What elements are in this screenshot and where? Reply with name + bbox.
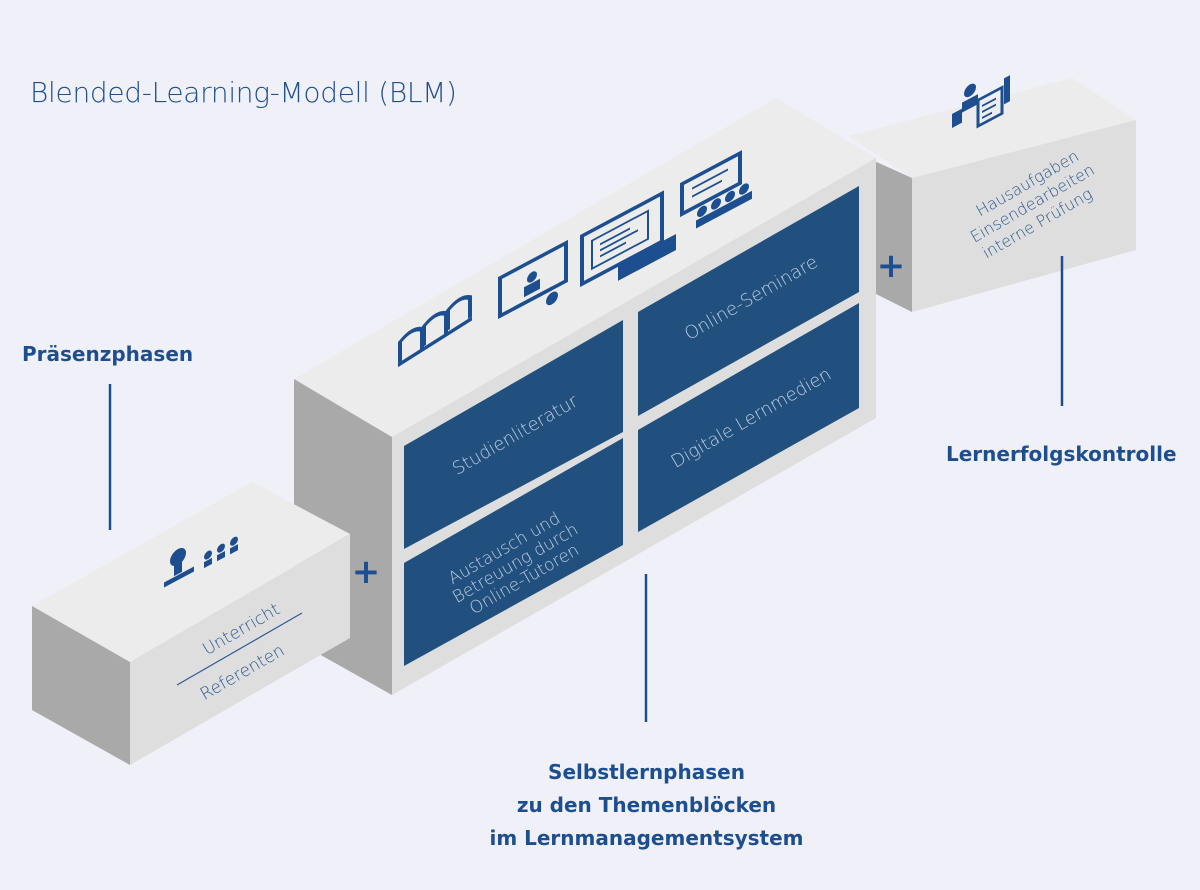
control-heading: Lernerfolgskontrolle xyxy=(946,442,1177,466)
presentation-screen-icon xyxy=(498,239,568,320)
left-box-side xyxy=(32,606,130,765)
left-box-front xyxy=(130,534,350,765)
panel-studienliteratur: Studienliteratur xyxy=(404,320,623,549)
laptop-icon xyxy=(580,190,676,288)
homework-icon xyxy=(952,75,1010,129)
right-box-side xyxy=(872,160,912,312)
right-box-front xyxy=(912,120,1136,312)
plus-left: + xyxy=(352,552,381,592)
self-study-line-1: Selbstlernphasen xyxy=(548,760,745,784)
right-box-top xyxy=(848,78,1136,178)
plus-right: + xyxy=(877,246,906,286)
presence-phase-heading: Präsenzphasen xyxy=(22,342,194,366)
left-box-divider xyxy=(176,612,303,686)
books-icon xyxy=(397,294,473,368)
self-study-heading: Selbstlernphasen zu den Themenblöcken im… xyxy=(480,756,813,855)
diagram-title: Blended-Learning-Modell (BLM) xyxy=(30,76,457,109)
self-study-line-3: im Lernmanagementsystem xyxy=(489,826,804,850)
teacher-students-icon xyxy=(164,536,238,588)
online-seminar-icon xyxy=(680,150,752,229)
center-box-top xyxy=(294,98,876,437)
left-box xyxy=(32,482,350,765)
self-study-line-2: zu den Themenblöcken xyxy=(516,793,777,817)
right-box xyxy=(848,78,1136,312)
